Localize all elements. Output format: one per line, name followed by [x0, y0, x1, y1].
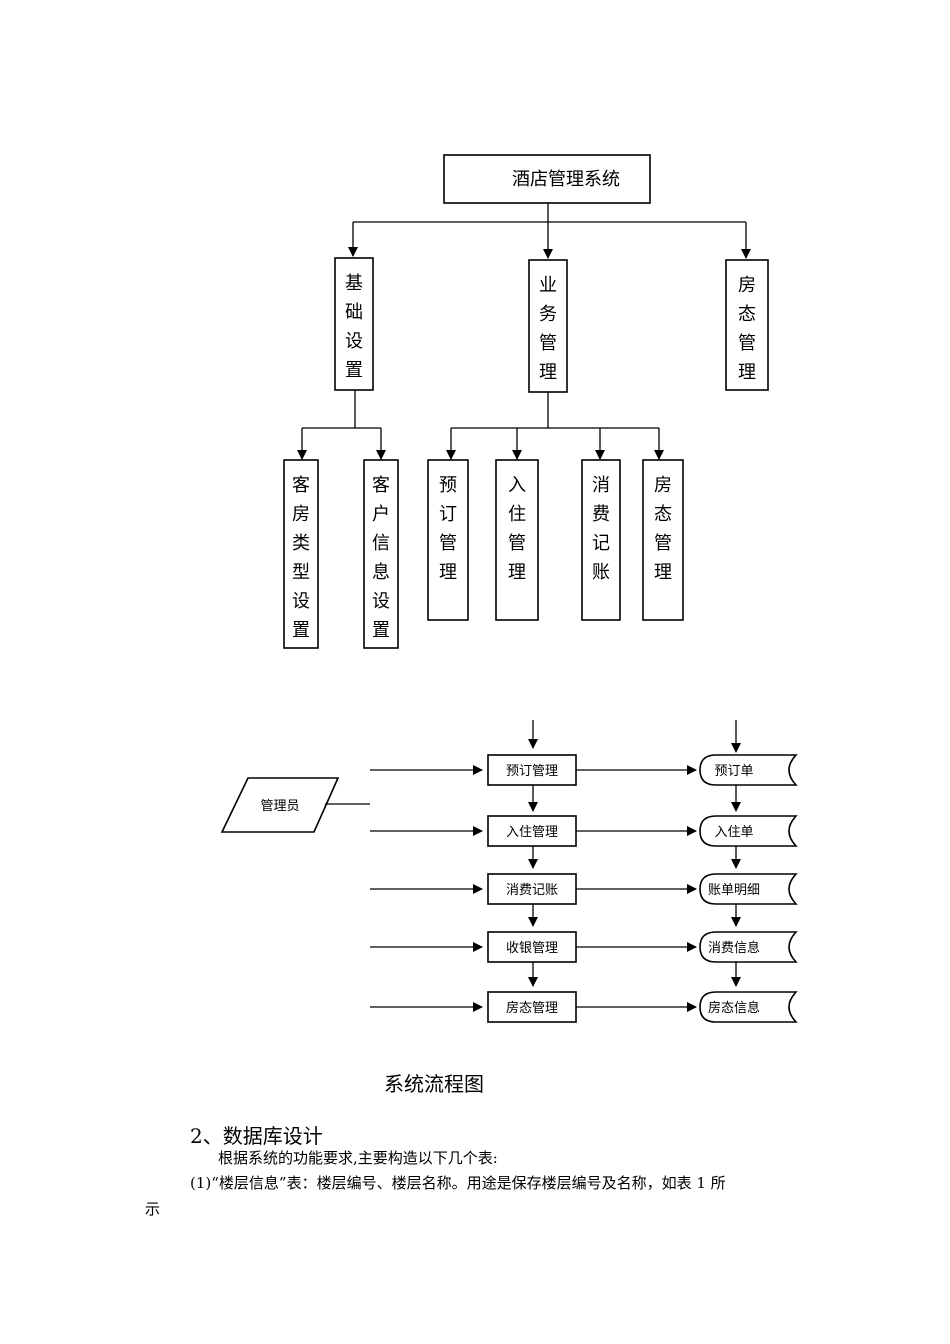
figure-caption: 系统流程图: [384, 1072, 484, 1096]
node-reservation-management: [427, 459, 469, 621]
process-consumption-billing: [487, 873, 577, 905]
process-cashier-label: 收银管理: [506, 941, 558, 956]
module-structure-chart: 酒店管理系统 基础设置 业务管理 房态管理 客房类型设置 客户信息设置 预订管理: [283, 154, 769, 649]
node-customer-info-settings-label: 客户信息设置: [372, 475, 390, 641]
store-reservation-order-label: 预订单: [714, 764, 753, 779]
store-bill-details-label: 账单明细: [708, 883, 760, 898]
actor-admin-label: 管理员: [260, 799, 299, 814]
node-room-status-management-label: 房态管理: [654, 475, 672, 583]
paragraph-floor-table-continued: 示: [145, 1200, 161, 1218]
store-consumption-info: [699, 931, 798, 963]
root-node: [443, 154, 651, 204]
node-room-type-settings: [283, 459, 319, 649]
node-basic-settings-label: 基础设置: [345, 273, 363, 381]
node-room-status-management: [642, 459, 684, 621]
store-room-status-info-label: 房态信息: [708, 1000, 760, 1016]
process-consumption-billing-label: 消费记账: [506, 883, 558, 898]
node-basic-settings: [334, 257, 374, 391]
process-checkin-label: 入住管理: [506, 825, 558, 840]
node-checkin-management-label: 入住管理: [508, 475, 526, 583]
node-customer-info-settings: [363, 459, 399, 649]
process-room-status-label: 房态管理: [506, 1000, 558, 1016]
node-room-type-settings-label: 客房类型设置: [292, 475, 310, 641]
actor-admin: [220, 777, 340, 833]
store-bill-details: [699, 873, 798, 905]
paragraph-floor-table: (1)“楼层信息”表：楼层编号、楼层名称。用途是保存楼层编号及名称，如表 1 所: [190, 1174, 726, 1192]
node-reservation-management-label: 预订管理: [439, 475, 457, 583]
hotel-system-diagrams: 酒店管理系统 基础设置 业务管理 房态管理 客房类型设置 客户信息设置 预订管理: [220, 154, 798, 1023]
store-room-status-info: [699, 991, 798, 1023]
node-room-status-label: 房态管理: [738, 275, 756, 383]
process-room-status: [487, 991, 577, 1023]
root-node-label: 酒店管理系统: [512, 169, 620, 190]
node-checkin-management: [495, 459, 539, 621]
store-reservation-order: [699, 754, 798, 786]
process-reservation-label: 预订管理: [506, 764, 558, 779]
node-room-status: [725, 259, 769, 391]
section-heading: 2、数据库设计: [190, 1124, 323, 1148]
paragraph-intro: 根据系统的功能要求,主要构造以下几个表:: [218, 1149, 498, 1167]
store-checkin-order-label: 入住单: [714, 825, 753, 840]
node-business-management-label: 业务管理: [539, 275, 557, 383]
node-consumption-billing-label: 消费记账: [592, 475, 610, 583]
process-reservation: [487, 754, 577, 786]
system-flow-chart: 管理员 预订管理 预订单 入住管理 入住单 消费记账 账单明细: [220, 720, 798, 1023]
node-consumption-billing: [581, 459, 621, 621]
store-consumption-info-label: 消费信息: [708, 940, 760, 956]
store-checkin-order: [699, 815, 798, 847]
